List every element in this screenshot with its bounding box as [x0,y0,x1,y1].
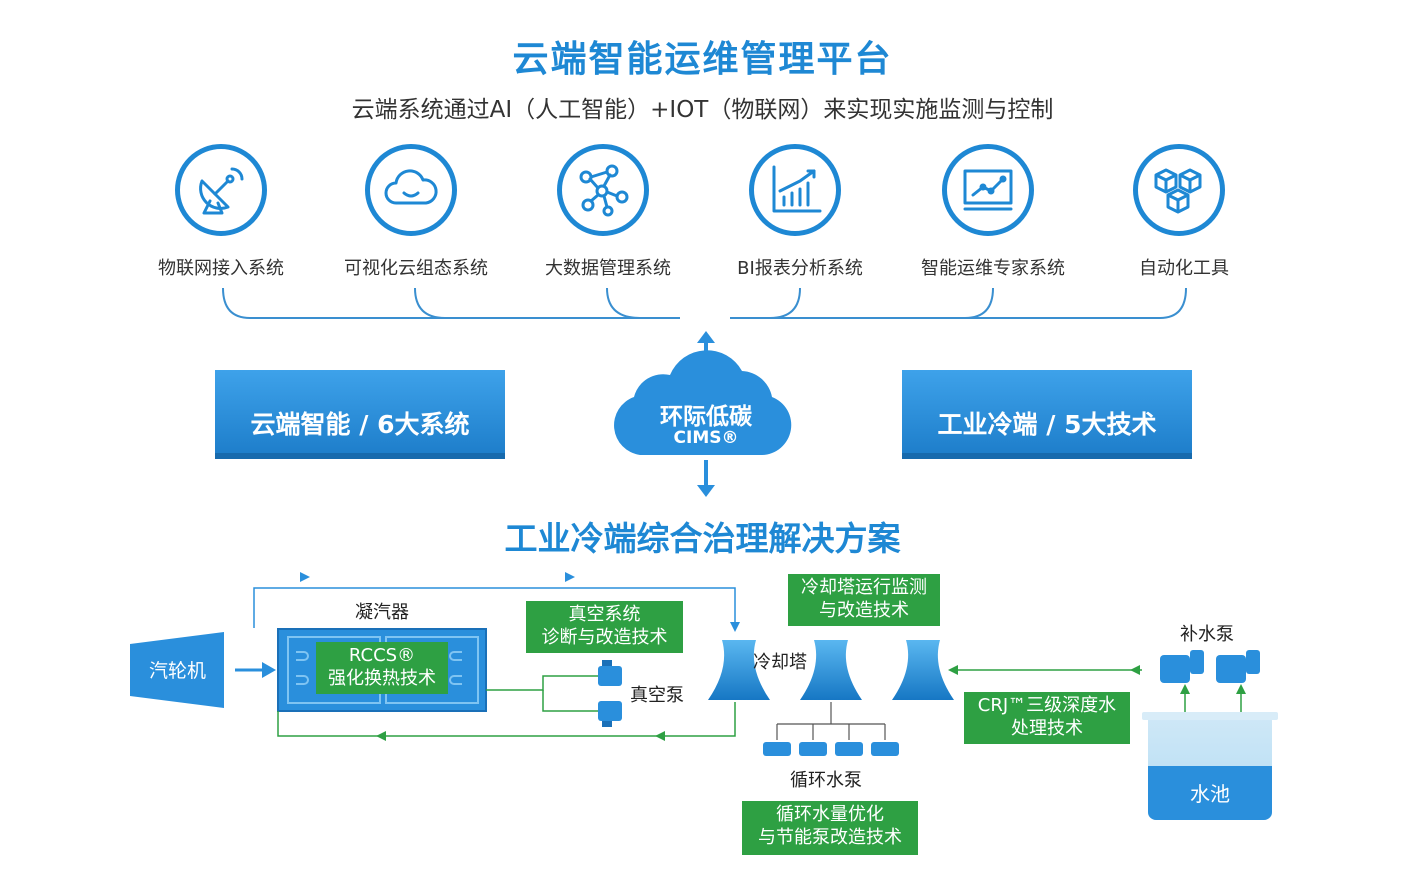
network-graph-icon [557,144,649,236]
pool-label: 水池 [1190,782,1230,806]
page-title: 云端智能运维管理平台 [512,39,893,80]
system-label-expert: 智能运维专家系统 [921,258,1065,279]
condenser-label: 凝汽器 [355,602,409,623]
monitor-chart-icon [942,144,1034,236]
banner-right-text: 工业冷端 / 5大技术 [937,410,1157,439]
banner-left-text: 云端智能 / 6大系统 [250,410,470,439]
vacuum-pump-label: 真空泵 [630,685,684,706]
cims-brand: 环际低碳 [660,404,752,430]
water-pool-icon [1142,712,1278,820]
banner-cold-end-tech [902,370,1192,459]
makeup-pump-icon [1160,650,1260,683]
tower-tech-box: 冷却塔运行监测 与改造技术 [788,574,940,626]
turbine-label: 汽轮机 [148,660,206,682]
system-label-visual: 可视化云组态系统 [344,258,488,279]
banner-cloud-systems [215,370,505,459]
solution-title: 工业冷端综合治理解决方案 [504,519,901,558]
vacuum-tech-box: 真空系统 诊断与改造技术 [526,601,683,653]
turbine-icon [130,632,224,708]
cims-cloud [614,350,792,455]
makeup-pump-label: 补水泵 [1180,624,1234,645]
circulating-pump-label: 循环水泵 [790,770,862,791]
circulating-pump-icon [763,742,899,756]
rccs-tech-box: RCCS® 强化换热技术 [316,642,448,694]
cloud-icon [365,144,457,236]
page-subtitle: 云端系统通过AI（人工智能）+IOT（物联网）来实现实施监测与控制 [351,97,1054,123]
satellite-dish-icon [175,144,267,236]
crj-tech-box: CRJ™三级深度水 处理技术 [964,692,1130,744]
system-label-automation: 自动化工具 [1139,258,1229,279]
cooling-tower-label: 冷却塔 [753,652,807,673]
system-label-bi: BI报表分析系统 [737,258,863,279]
cubes-icon [1133,144,1225,236]
cooling-tower-icon [708,640,954,700]
bar-chart-icon [749,144,841,236]
vacuum-pump-icon [598,660,622,727]
circulating-tech-box: 循环水量优化 与节能泵改造技术 [742,801,918,855]
system-label-bigdata: 大数据管理系统 [545,258,671,279]
cims-label: CIMS® [673,428,739,448]
system-label-iot: 物联网接入系统 [158,258,284,279]
